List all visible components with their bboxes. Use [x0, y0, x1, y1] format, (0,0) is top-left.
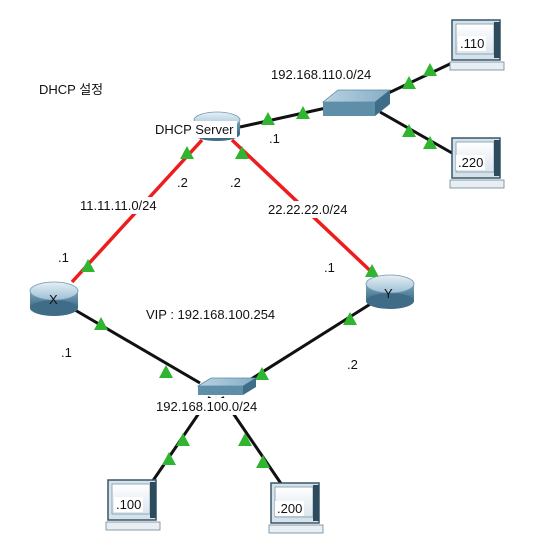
link-up-icon [365, 264, 379, 277]
switch-icon[interactable] [321, 89, 392, 116]
router-x-wan-port-label: .1 [55, 249, 72, 266]
switch-icon[interactable] [196, 377, 258, 395]
link-up-icon [235, 146, 249, 159]
link-switch-to-pc220[interactable] [379, 110, 453, 155]
link-x-to-switch[interactable] [74, 308, 201, 385]
link-up-icon [343, 312, 357, 325]
link-status-indicators [81, 63, 437, 468]
router-icon[interactable] [365, 274, 415, 309]
pc110-label: .110 [458, 36, 487, 51]
dhcp-server-label: DHCP Server [152, 121, 237, 138]
link-up-icon [180, 146, 194, 159]
link-up-icon [402, 76, 416, 89]
link-up-icon [94, 317, 108, 330]
link-up-icon [162, 452, 176, 465]
pc100-label: .100 [114, 497, 144, 512]
wan2-server-port-label: .2 [227, 174, 244, 191]
page-title: DHCP 설정 [36, 81, 107, 98]
router-icon[interactable] [29, 281, 79, 316]
link-up-icon [255, 367, 269, 380]
pc200-label: .200 [275, 501, 305, 516]
wan1-network-label: 11.11.11.0/24 [77, 197, 160, 214]
link-up-icon [402, 124, 416, 137]
router-y-lan-port-label: .2 [344, 356, 361, 373]
router-x-lan-port-label: .1 [58, 344, 75, 361]
vip-label: VIP : 192.168.100.254 [143, 306, 279, 323]
client-lan-network-label: 192.168.100.0/24 [153, 398, 261, 415]
server-switch-port-label: .1 [266, 130, 283, 147]
link-switch-to-pc110[interactable] [379, 61, 453, 99]
link-up-icon [296, 106, 310, 119]
link-up-icon [176, 433, 190, 446]
links [70, 61, 453, 486]
link-up-icon [423, 136, 437, 149]
server-lan-network-label: 192.168.110.0/24 [268, 66, 375, 83]
link-up-icon [256, 455, 270, 468]
router-y-wan-port-label: .1 [321, 259, 338, 276]
router-y-label: Y [384, 286, 393, 301]
router-x-label: X [49, 292, 58, 307]
wan1-server-port-label: .2 [174, 174, 191, 191]
link-server-to-switch[interactable] [239, 104, 336, 129]
link-up-icon [81, 259, 95, 272]
link-up-icon [261, 112, 275, 125]
pc220-label: .220 [456, 155, 486, 170]
link-up-icon [423, 63, 437, 76]
link-up-icon [238, 433, 252, 446]
wan2-network-label: 22.22.22.0/24 [265, 201, 351, 218]
link-up-icon [159, 365, 173, 378]
